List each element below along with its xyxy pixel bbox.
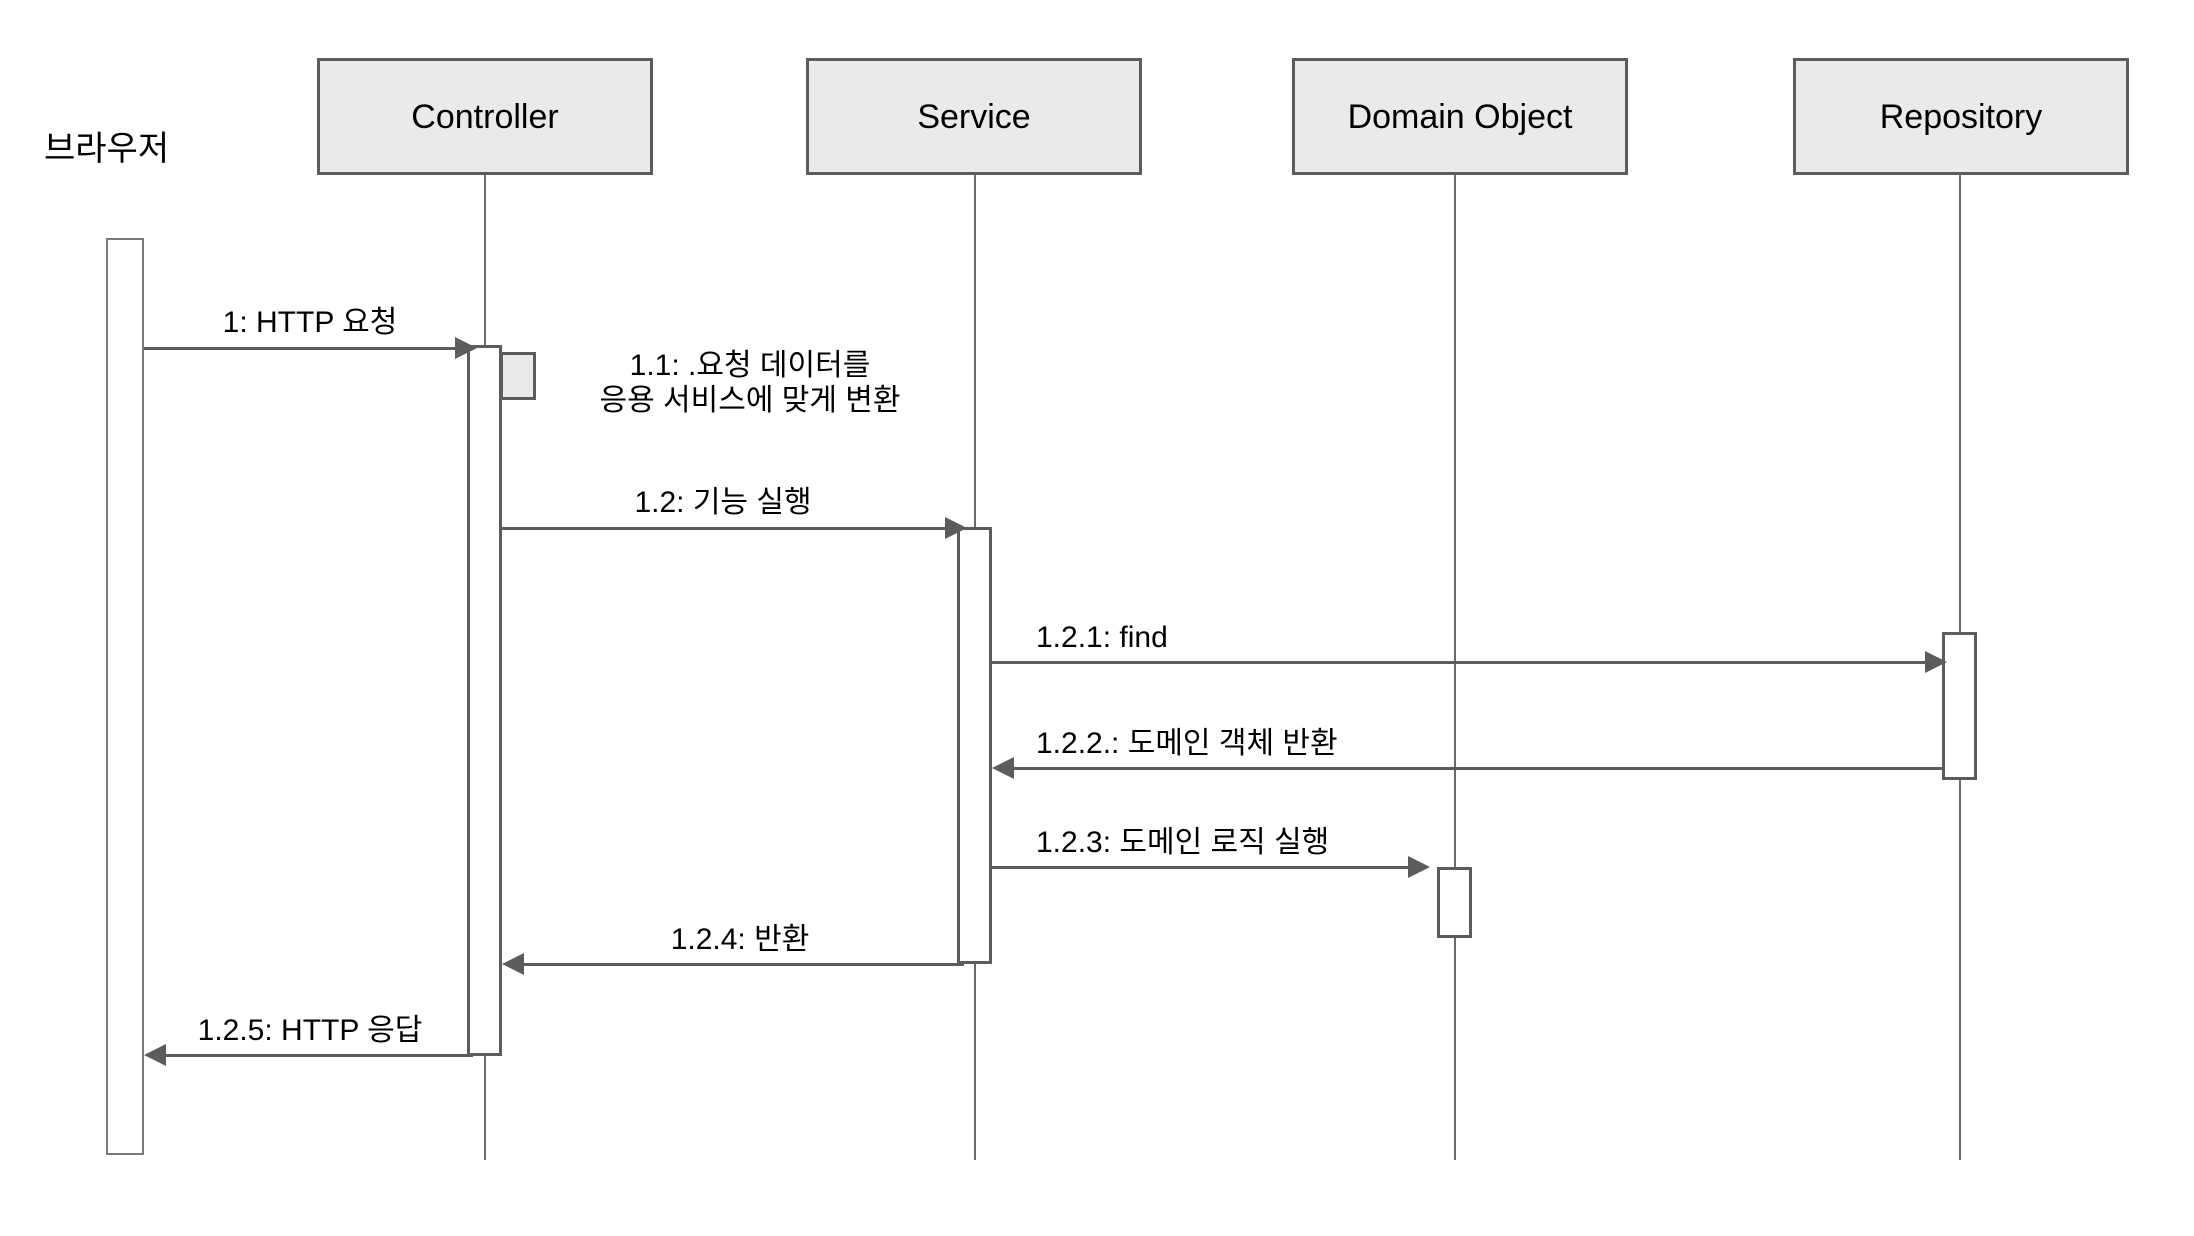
message-arrowhead-1-2-1 [1925, 651, 1947, 673]
message-arrowhead-1-2-2 [992, 757, 1014, 779]
message-label-1-2: 1.2: 기능 실행 [634, 486, 812, 519]
message-arrowhead-1-2-3 [1408, 856, 1430, 878]
message-label-1-2-1: 1.2.1: find [1036, 621, 1168, 654]
activation-bar-domain-object [1437, 867, 1472, 938]
message-line-1-2-2 [1005, 767, 1942, 770]
message-label-1-2-5: 1.2.5: HTTP 응답 [197, 1014, 423, 1047]
activation-bar-controller-full [467, 345, 502, 1056]
message-label-1-2-3: 1.2.3: 도메인 로직 실행 [1036, 826, 1330, 859]
participant-header-domain-object[interactable]: Domain Object [1292, 58, 1628, 175]
lifeline-domain-object [1454, 175, 1456, 1160]
message-arrowhead-1-2-5 [144, 1044, 166, 1066]
message-line-1-2 [502, 527, 964, 530]
message-arrowhead-1-2 [945, 517, 967, 539]
participant-header-controller[interactable]: Controller [317, 58, 653, 175]
message-arrowhead-1-2-4 [502, 953, 524, 975]
message-line-1 [144, 347, 474, 350]
participant-header-service[interactable]: Service [806, 58, 1142, 175]
activation-bar-service [957, 527, 992, 964]
message-label-1-2-2: 1.2.2.: 도메인 객체 반환 [1036, 727, 1338, 760]
participant-header-browser[interactable]: 브라우저 [44, 132, 169, 166]
message-line-1-2-5 [157, 1054, 473, 1057]
message-line-1-2-1 [992, 661, 1942, 664]
message-line-1-2-3 [992, 866, 1424, 869]
participant-label-browser: 브라우저 [44, 130, 170, 168]
message-label-1-1: 1.1: .요청 데이터를 응용 서비스에 맞게 변환 [599, 349, 901, 418]
participant-header-repository[interactable]: Repository [1793, 58, 2129, 175]
message-arrowhead-1 [455, 337, 477, 359]
message-label-1-2-4: 1.2.4: 반환 [670, 923, 810, 956]
participant-label-repository: Repository [1879, 97, 2043, 136]
message-line-1-2-4 [515, 963, 964, 966]
activation-bar-browser [106, 238, 144, 1155]
activation-bar-controller-self-box [500, 352, 536, 400]
message-label-1: 1: HTTP 요청 [222, 306, 398, 339]
participant-label-controller: Controller [411, 97, 559, 136]
participant-label-domain-object: Domain Object [1347, 97, 1573, 136]
participant-label-service: Service [917, 97, 1031, 136]
activation-bar-repository [1942, 632, 1977, 780]
